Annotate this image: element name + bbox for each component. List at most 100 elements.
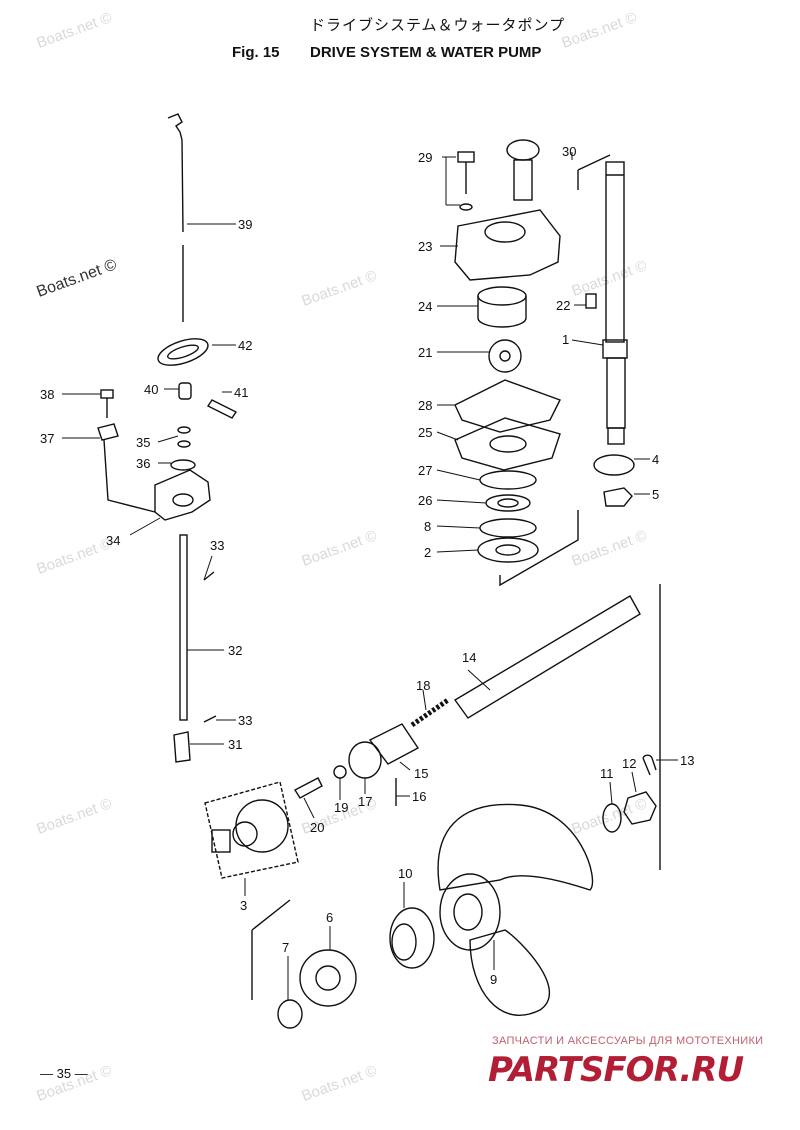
bolt-38-head — [100, 389, 114, 399]
clamp-37 — [97, 423, 119, 441]
bearing-2-inner — [495, 544, 521, 556]
bearing-26-inner — [497, 498, 519, 508]
callout: 20 — [310, 820, 324, 835]
callout: 38 — [40, 387, 54, 402]
callout: 11 — [600, 766, 614, 781]
impeller-21 — [488, 339, 522, 373]
bearing-26 — [485, 494, 531, 512]
callout: 29 — [418, 150, 432, 165]
callout: 32 — [228, 643, 242, 658]
prop-nut-12 — [623, 791, 657, 825]
title-japanese: ドライブシステム＆ウォータポンプ — [310, 17, 566, 34]
shift-lever-34-hub — [172, 493, 194, 507]
drive-shaft-1-lower — [606, 357, 626, 429]
dog-clutch-15 — [368, 723, 420, 765]
tube-grommet-body — [513, 159, 533, 201]
o-ring-27 — [479, 470, 537, 490]
page-number: — 35 — — [40, 1066, 88, 1081]
leader-bracket-6-7 — [251, 899, 291, 1000]
propeller-9-hub — [439, 873, 501, 951]
impeller-21-hub — [499, 350, 511, 362]
washer-29 — [459, 203, 473, 211]
callout: 41 — [234, 385, 248, 400]
bearing-2 — [477, 537, 539, 563]
washer-11 — [602, 803, 622, 833]
thrust-washer-10 — [389, 907, 435, 969]
spring-18 — [410, 697, 450, 728]
propeller-9-bore — [453, 893, 483, 931]
forward-gear-3-hub — [232, 821, 258, 847]
liner-24-body — [477, 296, 527, 328]
callout: 9 — [490, 972, 497, 987]
forward-gear-3-bearing — [211, 829, 231, 853]
pinion-4 — [593, 454, 635, 476]
propeller-shaft-14 — [453, 595, 641, 719]
liner-24-top — [477, 286, 527, 306]
propeller-9-blade-upper — [437, 803, 594, 891]
cotter-pin-13 — [642, 754, 657, 776]
washer-35a — [177, 426, 191, 434]
pump-housing-23 — [454, 209, 561, 281]
callout: 18 — [416, 678, 430, 693]
forward-gear-3 — [235, 799, 289, 853]
callout: 6 — [326, 910, 333, 925]
callout: 10 — [398, 866, 412, 881]
callout: 26 — [418, 493, 432, 508]
callout: 19 — [334, 800, 348, 815]
shift-lever-34 — [154, 469, 211, 521]
pin-41 — [206, 399, 238, 419]
callout: 33 — [238, 713, 252, 728]
callout: 36 — [136, 456, 150, 471]
shift-cam-31 — [173, 731, 191, 763]
pin-33a — [203, 571, 215, 581]
callout: 8 — [424, 519, 431, 534]
brand-logo: PARTSFOR.RU — [488, 1050, 744, 1090]
thrust-washer-10-inner — [391, 923, 417, 961]
callout: 13 — [680, 753, 694, 768]
reverse-gear-6-hub — [315, 965, 341, 991]
callout: 23 — [418, 239, 432, 254]
nut-5 — [603, 487, 633, 507]
plunger-20 — [294, 777, 323, 799]
key-22 — [585, 293, 597, 309]
outer-plate-25-hole — [489, 435, 527, 453]
callout: 5 — [652, 487, 659, 502]
callout: 27 — [418, 463, 432, 478]
callout: 31 — [228, 737, 242, 752]
brand-tagline: ЗАПЧАСТИ И АКСЕССУАРЫ ДЛЯ МОТОТЕХНИКИ — [492, 1035, 764, 1047]
callout: 39 — [238, 217, 252, 232]
callout: 3 — [240, 898, 247, 913]
callout: 15 — [414, 766, 428, 781]
callout: 24 — [418, 299, 432, 314]
callout: 42 — [238, 338, 252, 353]
forward-gear-3-box — [204, 781, 299, 879]
drive-shaft-1-collar — [602, 339, 628, 359]
callout-labels: 29 30 23 22 24 1 21 28 25 4 27 26 5 8 2 … — [40, 144, 694, 987]
callout: 37 — [40, 431, 54, 446]
pin-33b — [203, 715, 217, 723]
grommet-42 — [157, 338, 209, 366]
shim-8 — [479, 518, 537, 538]
callout: 1 — [562, 332, 569, 347]
tube-grommet — [506, 139, 540, 161]
gasket-28 — [454, 379, 561, 433]
pin-19 — [333, 765, 347, 779]
propeller-9-blade-lower — [469, 929, 550, 1016]
bolt-29-head — [457, 151, 475, 163]
callout: 21 — [418, 345, 432, 360]
leader-dash-34 — [103, 439, 156, 513]
leader-lines — [62, 152, 678, 1000]
o-ring-36 — [170, 459, 196, 471]
callout: 34 — [106, 533, 120, 548]
collar-40 — [178, 382, 192, 400]
callout: 12 — [622, 756, 636, 771]
callout: 16 — [412, 789, 426, 804]
callout: 30 — [562, 144, 576, 159]
callout: 14 — [462, 650, 476, 665]
diagram-title: DRIVE SYSTEM & WATER PUMP — [310, 44, 542, 61]
callout: 25 — [418, 425, 432, 440]
figure-number: Fig. 15 — [232, 44, 280, 61]
clip-17 — [348, 741, 382, 779]
drive-shaft-1-upper — [605, 161, 625, 343]
